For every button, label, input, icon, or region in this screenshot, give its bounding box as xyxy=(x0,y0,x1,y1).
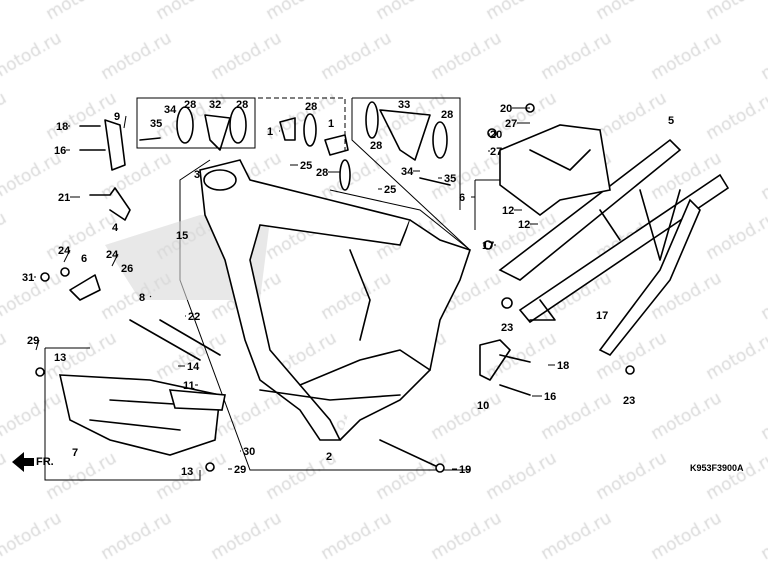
callout-16: 16 xyxy=(54,145,66,157)
leader-line xyxy=(149,295,152,298)
callout-20: 20 xyxy=(490,129,502,141)
callout-35: 35 xyxy=(444,173,456,185)
callout-29: 29 xyxy=(27,335,39,347)
subframe xyxy=(498,138,730,357)
kit-box-right xyxy=(352,97,461,210)
callout-19: 19 xyxy=(459,464,471,476)
upper-bracket xyxy=(499,124,611,216)
callout-26: 26 xyxy=(121,263,133,275)
callout-31: 31 xyxy=(22,272,34,284)
callout-23: 23 xyxy=(623,395,635,407)
kit-box-middle xyxy=(258,97,346,150)
callout-30: 30 xyxy=(243,446,255,458)
callout-22: 22 xyxy=(188,311,200,323)
callout-34: 34 xyxy=(164,104,177,116)
callout-8: 8 xyxy=(139,292,145,304)
callout-2: 2 xyxy=(326,451,332,463)
callout-6: 6 xyxy=(459,192,465,204)
callout-15: 15 xyxy=(176,230,188,242)
callout-10: 10 xyxy=(477,400,489,412)
callout-28: 28 xyxy=(370,140,382,152)
kit-box-left xyxy=(136,97,256,149)
callout-9: 9 xyxy=(114,111,120,123)
callout-18: 18 xyxy=(56,121,68,133)
callout-7: 7 xyxy=(72,447,78,459)
arrow-left-icon xyxy=(12,452,34,472)
callout-13: 13 xyxy=(181,466,193,478)
callout-4: 4 xyxy=(112,222,119,234)
callout-27: 27 xyxy=(505,118,517,130)
callout-35: 35 xyxy=(150,118,162,130)
leader-line xyxy=(123,115,127,129)
callout-17: 17 xyxy=(596,310,608,322)
callout-27: 27 xyxy=(490,146,502,158)
callout-5: 5 xyxy=(668,115,674,127)
callout-17: 17 xyxy=(482,240,494,252)
callout-28: 28 xyxy=(305,101,317,113)
callout-29: 29 xyxy=(234,464,246,476)
callout-14: 14 xyxy=(187,361,200,373)
callout-32: 32 xyxy=(209,99,221,111)
callout-3: 3 xyxy=(194,169,200,181)
front-label: FR. xyxy=(36,456,54,468)
callout-28: 28 xyxy=(184,99,196,111)
callout-25: 25 xyxy=(300,160,312,172)
callout-28: 28 xyxy=(316,167,328,179)
callout-21: 21 xyxy=(58,192,70,204)
group-boxes xyxy=(44,97,500,481)
callout-1: 1 xyxy=(328,118,334,130)
callout-1: 1 xyxy=(267,126,273,138)
callout-12: 12 xyxy=(518,219,530,231)
leader-line xyxy=(111,253,119,267)
bracket-box xyxy=(474,179,500,230)
callout-28: 28 xyxy=(236,99,248,111)
callout-13: 13 xyxy=(54,352,66,364)
front-arrow: FR. xyxy=(12,452,54,472)
callout-25: 25 xyxy=(384,184,396,196)
callout-34: 34 xyxy=(401,166,414,178)
frame-group-outline-top xyxy=(329,189,471,251)
callout-6: 6 xyxy=(81,253,87,265)
callout-18: 18 xyxy=(557,360,569,372)
callout-11: 11 xyxy=(183,380,195,392)
callout-28: 28 xyxy=(441,109,453,121)
small-parts xyxy=(35,101,635,473)
callout-20: 20 xyxy=(500,103,512,115)
diagram-code: K953F3900A xyxy=(690,463,744,473)
leader-line xyxy=(63,249,71,263)
skid-plate xyxy=(58,374,226,456)
callout-16: 16 xyxy=(544,391,556,403)
callout-12: 12 xyxy=(502,205,514,217)
main-frame xyxy=(199,159,472,441)
callout-33: 33 xyxy=(398,99,410,111)
leader-line xyxy=(35,339,40,351)
callout-23: 23 xyxy=(501,322,513,334)
skid-plate-box xyxy=(44,347,201,481)
kit-box-right-diag xyxy=(351,98,471,251)
